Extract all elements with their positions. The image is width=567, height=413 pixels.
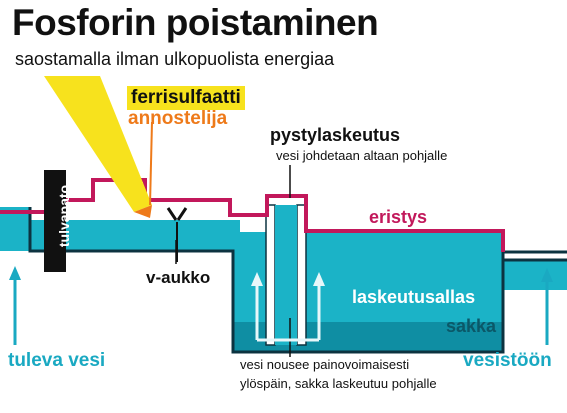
laskeutusallas-label: laskeutusallas — [352, 287, 476, 307]
settling-pipe-core — [275, 205, 297, 345]
incoming-arrow-head — [9, 266, 21, 280]
outgoing-arrow-head — [541, 268, 553, 282]
tuleva-vesi-label: tuleva vesi — [8, 350, 106, 371]
annostelija-label: annostelija — [128, 108, 228, 129]
pystylaskeutus-description: vesi johdetaan altaan pohjalle — [276, 148, 448, 163]
pystylaskeutus-label: pystylaskeutus — [270, 125, 401, 145]
flood-wall — [44, 170, 66, 272]
ferrisulfaatti-label: ferrisulfaatti — [127, 86, 245, 110]
settling-pipe-left — [265, 204, 276, 346]
v-notch-right — [176, 207, 188, 221]
annostelija-pointer — [149, 121, 153, 206]
bottom-description-line2: ylöspäin, sakka laskeutuu pohjalle — [240, 376, 437, 391]
incoming-water — [0, 207, 30, 251]
outlet-water — [503, 260, 567, 290]
page-title: Fosforin poistaminen — [12, 2, 379, 43]
v-aukko-label: v-aukko — [146, 268, 211, 287]
tulvapato-label: tulvapato — [56, 184, 72, 248]
dispenser-funnel — [44, 76, 152, 212]
vesistoon-label: vesistöön — [463, 350, 552, 371]
bottom-description-line1: vesi nousee painovoimaisesti — [240, 357, 410, 372]
v-notch-left — [166, 207, 178, 221]
up-arrow-left-head — [251, 272, 263, 286]
eristys-label: eristys — [369, 207, 428, 227]
page-subtitle: saostamalla ilman ulkopuolista energiaa — [15, 49, 335, 69]
sakka-label: sakka — [446, 316, 497, 336]
up-arrow-right-head — [313, 272, 325, 286]
dispenser-tip — [134, 205, 152, 218]
